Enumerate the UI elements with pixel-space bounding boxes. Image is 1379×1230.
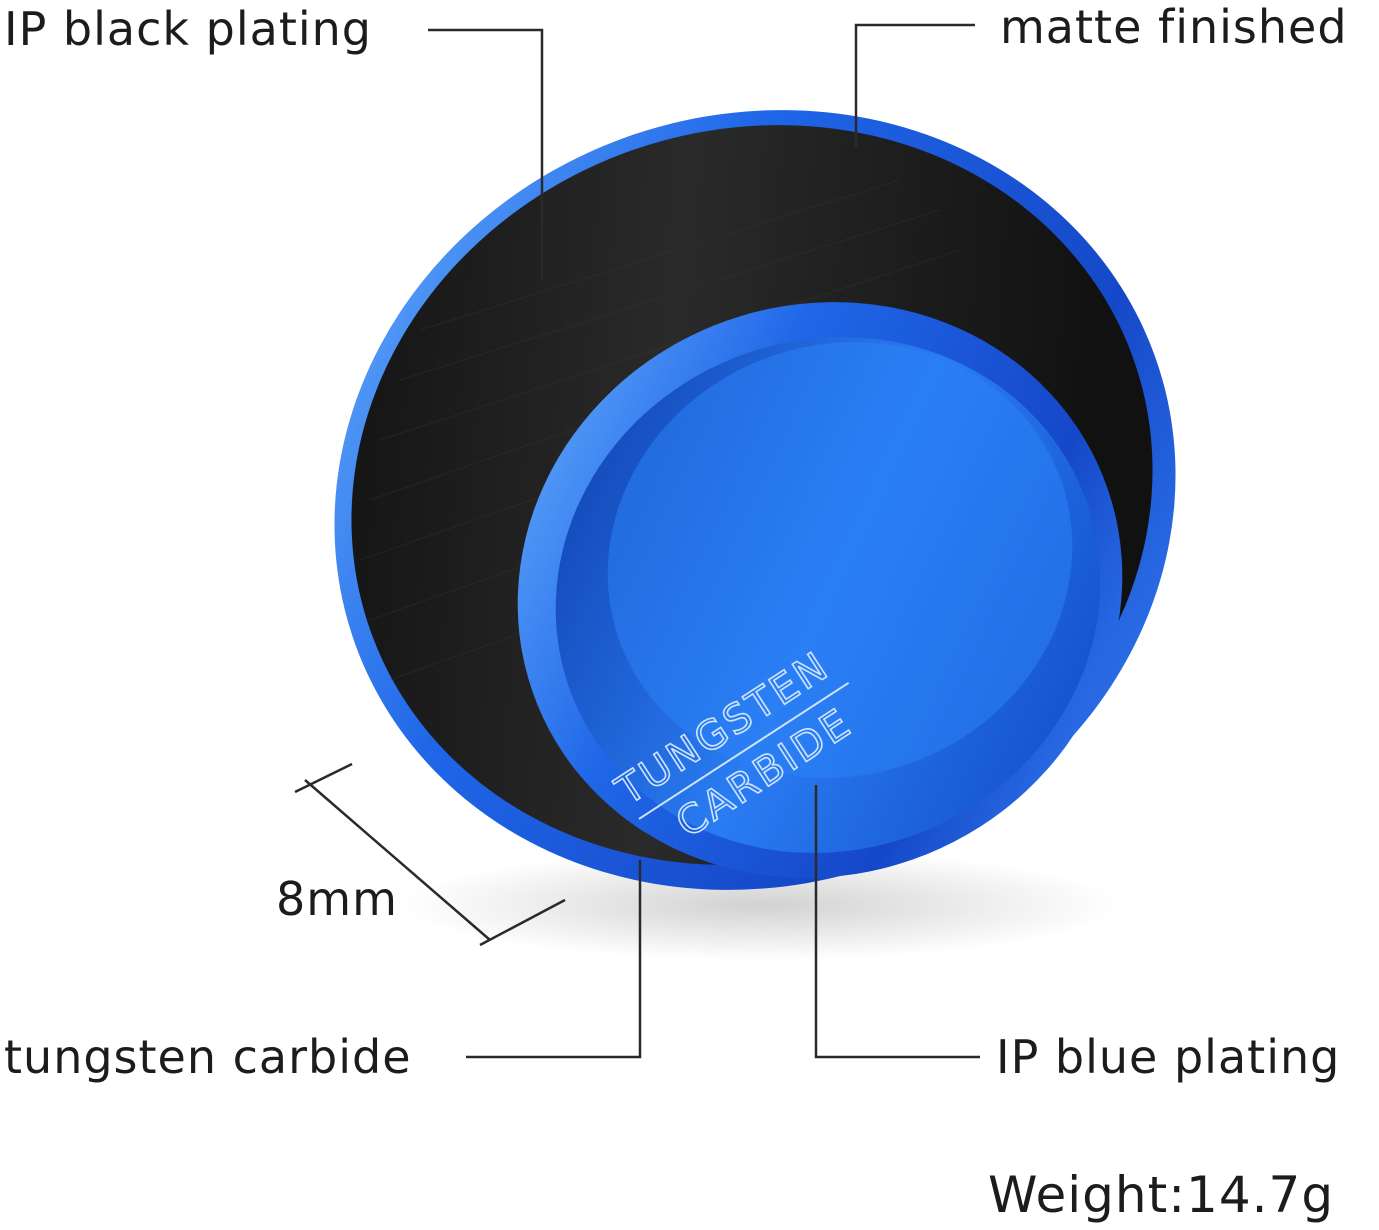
leader-matte — [854, 23, 975, 148]
label-ip-blue-plating: IP blue plating — [996, 1030, 1341, 1084]
ring-inner-highlight — [607, 342, 1073, 778]
label-width-8mm: 8mm — [276, 872, 398, 926]
label-matte-finished: matte finished — [1000, 0, 1348, 54]
label-ip-black-plating: IP black plating — [4, 2, 372, 56]
dimension-tick-top — [294, 762, 353, 794]
ring-shadow — [400, 850, 1120, 960]
leader-ip-blue — [814, 785, 980, 1059]
leader-tungsten — [466, 860, 642, 1059]
dimension-line — [304, 779, 491, 941]
label-tungsten-carbide: tungsten carbide — [4, 1030, 412, 1084]
leader-lines — [294, 23, 980, 1059]
label-weight: Weight:14.7g — [988, 1166, 1335, 1224]
leader-ip-black — [428, 28, 544, 280]
brushed-texture — [359, 179, 961, 681]
dimension-tick-bottom — [479, 898, 566, 947]
engraving-divider — [638, 681, 850, 820]
